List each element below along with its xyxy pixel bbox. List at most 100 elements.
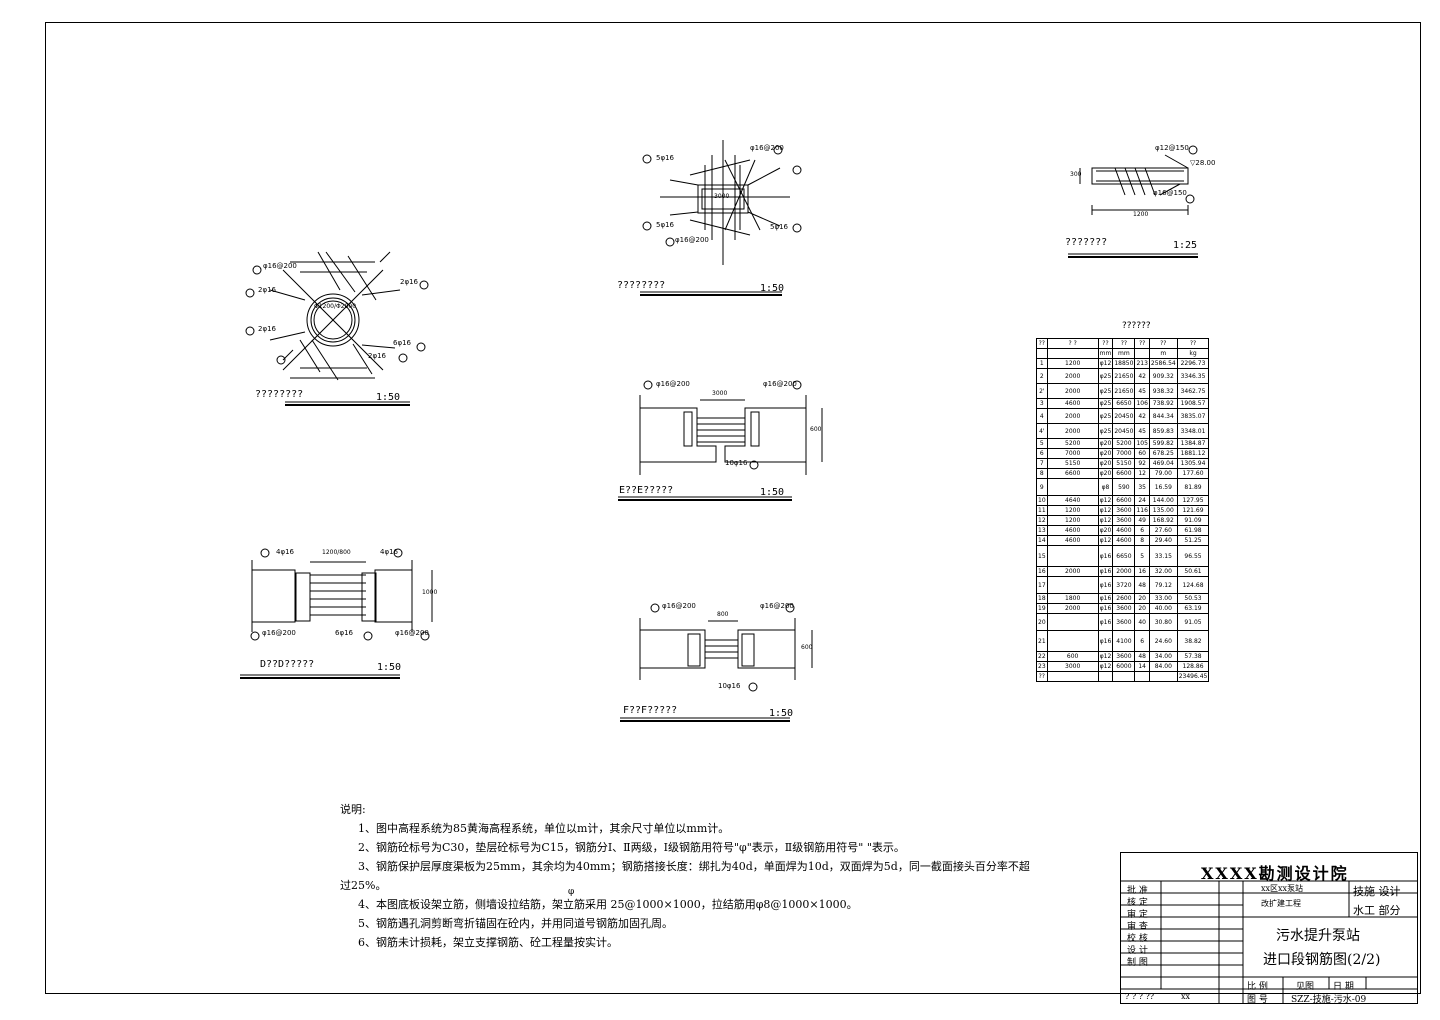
- table-cell: 135.00: [1148, 505, 1178, 516]
- table-cell: φ12: [1097, 515, 1114, 526]
- table-cell: 3000: [1046, 661, 1099, 672]
- table-cell: 30.80: [1148, 613, 1178, 631]
- table-cell: 21: [1036, 630, 1048, 652]
- table-cell: φ12: [1097, 535, 1114, 546]
- drawing-frame: [45, 22, 1421, 994]
- table-cell: [1046, 478, 1099, 496]
- table-cell: φ12: [1097, 505, 1114, 516]
- table-cell: 40: [1134, 613, 1150, 631]
- table-cell: 738.92: [1148, 398, 1178, 409]
- table-cell: 92: [1134, 458, 1150, 469]
- table-cell: 1800: [1046, 593, 1099, 604]
- circle-rebar-2d: 2φ16: [368, 352, 386, 360]
- table-cell: 96.55: [1176, 545, 1210, 567]
- table-cell: 3600: [1112, 603, 1136, 614]
- table-cell: 22: [1036, 651, 1048, 662]
- table-cell: 81.89: [1176, 478, 1210, 496]
- beam-rebar-a: φ12@150: [1155, 144, 1189, 152]
- table-header-row: ??? ???????????: [1036, 338, 1210, 349]
- e-caption: E??E?????: [619, 485, 674, 496]
- note-5: 5、钢筋遇孔洞剪断弯折锚固在砼内，并用同道号钢筋加固孔周。: [358, 917, 673, 930]
- d-rebar-mid: 6φ16: [335, 629, 353, 637]
- table-cell: φ25: [1097, 383, 1114, 399]
- plan-detail: [640, 140, 790, 296]
- table-cell: 6: [1134, 630, 1150, 652]
- table-cell: 3: [1036, 398, 1048, 409]
- role-verify: 核 定: [1127, 898, 1148, 908]
- table-cell: 2': [1036, 383, 1048, 399]
- table-cell: 2000: [1046, 423, 1099, 439]
- d-rebar-right: 4φ16: [380, 548, 398, 556]
- d-caption: D??D?????: [260, 659, 315, 670]
- table-cell: 50.53: [1176, 593, 1210, 604]
- table-cell: 3600: [1112, 505, 1136, 516]
- circle-detail: [269, 251, 410, 406]
- table-cell: [1046, 613, 1099, 631]
- table-cell: [1134, 671, 1150, 682]
- company-name: XXXX勘测设计院: [1201, 864, 1349, 883]
- note-3-cont: 过25%。: [340, 879, 387, 892]
- drawing-no-label: 图 号: [1247, 995, 1268, 1005]
- table-cell: 7000: [1046, 448, 1099, 459]
- table-cell: 16: [1036, 566, 1048, 577]
- table-cell: 3600: [1112, 613, 1136, 631]
- table-cell: 21650: [1112, 383, 1136, 399]
- d-detail: [240, 560, 433, 679]
- table-cell: 35: [1134, 478, 1150, 496]
- table-header-cell: ??: [1134, 338, 1150, 349]
- table-cell: 8: [1134, 535, 1150, 546]
- table-cell: 3600: [1112, 515, 1136, 526]
- table-cell: 18: [1036, 593, 1048, 604]
- table-cell: 20: [1134, 593, 1150, 604]
- table-cell: 10: [1036, 495, 1048, 506]
- table-cell: φ16: [1097, 545, 1114, 567]
- table-cell: 45: [1134, 383, 1150, 399]
- e-detail: [618, 395, 823, 501]
- table-cell: 5150: [1112, 458, 1136, 469]
- d-width: 1200/800: [322, 549, 351, 556]
- table-cell: 469.04: [1148, 458, 1178, 469]
- e-width: 3000: [712, 390, 728, 397]
- table-cell: 1200: [1046, 358, 1099, 369]
- role-design: 设 计: [1127, 946, 1148, 956]
- table-cell: 938.32: [1148, 383, 1178, 399]
- table-header-cell: ??: [1148, 338, 1178, 349]
- d-rebar-br: φ16@200: [395, 629, 429, 637]
- table-cell: 91.09: [1176, 515, 1210, 526]
- table-cell: 49: [1134, 515, 1150, 526]
- scale-label: 比 例: [1247, 982, 1268, 992]
- table-header-cell: ??: [1036, 338, 1048, 349]
- table-cell: 50.61: [1176, 566, 1210, 577]
- bottom-left-label: ? ? ? ??: [1125, 992, 1155, 1001]
- date-label: 日 期: [1333, 982, 1354, 992]
- table-cell: [1148, 671, 1178, 682]
- table-cell: 3600: [1112, 651, 1136, 662]
- table-cell: φ16: [1097, 613, 1114, 631]
- d-height: 1000: [422, 589, 438, 596]
- table-cell: 23: [1036, 661, 1048, 672]
- table-cell: 6600: [1046, 468, 1099, 479]
- table-cell: φ20: [1097, 448, 1114, 459]
- table-cell: 42: [1134, 368, 1150, 384]
- table-header-cell: kg: [1176, 348, 1210, 359]
- table-cell: 32.00: [1148, 566, 1178, 577]
- bottom-left-value: xx: [1181, 992, 1191, 1001]
- e-rebar-left: φ16@200: [656, 380, 690, 388]
- table-cell: 4640: [1046, 495, 1099, 506]
- circle-center-label: Φ1200/Φ2000: [314, 303, 357, 310]
- table-cell: 6650: [1112, 545, 1136, 567]
- title-block: XXXX勘测设计院 批 准 核 定 审 定 审 查 校 核 设 计 制 图 ? …: [1120, 852, 1418, 1005]
